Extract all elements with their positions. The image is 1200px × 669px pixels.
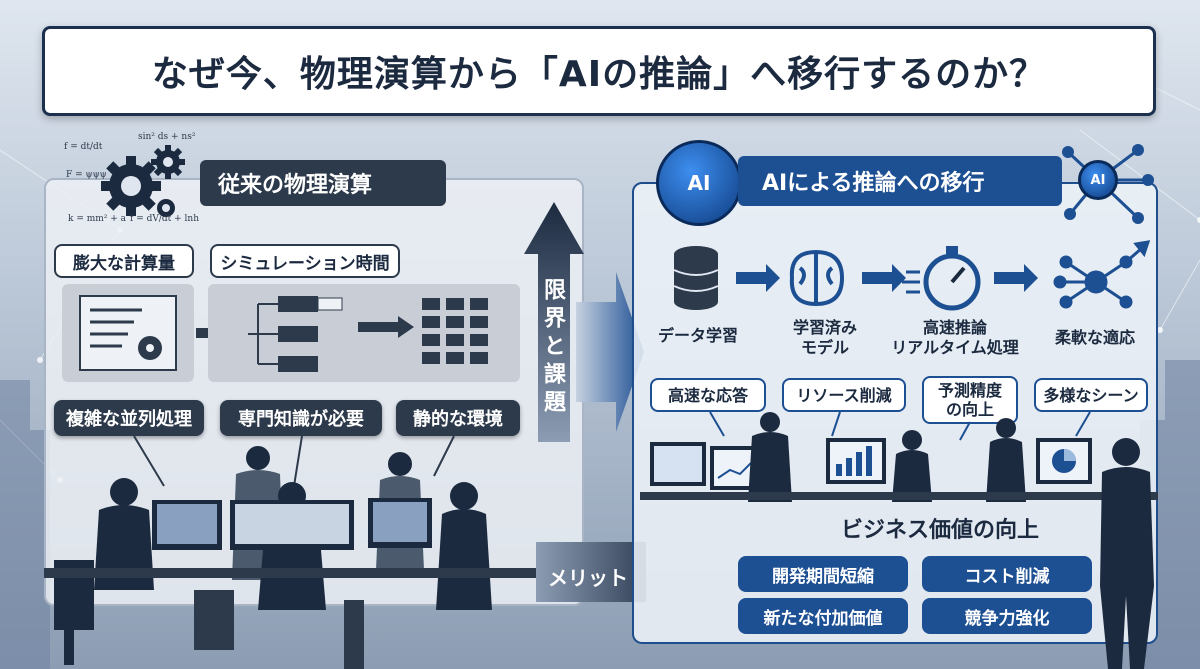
formula-3: F = ψψψ [66, 170, 107, 180]
title-box: なぜ今、物理演算から「AIの推論」へ移行するのか？ [42, 26, 1156, 116]
value-competitiveness: 競争力強化 [922, 598, 1092, 634]
business-team-illustration [640, 412, 1158, 502]
left-header: 従来の物理演算 [200, 160, 446, 206]
benefit-fast-response: 高速な応答 [650, 378, 766, 412]
gears-icon [101, 145, 185, 217]
step-flexible-adaptation: 柔軟な適応 [1054, 328, 1135, 347]
formula-4: k = mm² + a [68, 214, 127, 224]
ai-pipeline-icons [673, 240, 1150, 311]
benefit-resource-reduction: リソース削減 [782, 378, 906, 412]
presenter-silhouette [1100, 438, 1154, 669]
formula-1: f = dt/dt [64, 142, 103, 152]
transition-arrows [524, 202, 646, 602]
step-data-learning: データ学習 [657, 326, 738, 345]
stopwatch-icon [902, 246, 981, 311]
value-shorter-development: 開発期間短縮 [738, 556, 908, 592]
step-trained-model: 学習済み モデル [792, 318, 857, 357]
value-cost-reduction: コスト削減 [922, 556, 1092, 592]
business-value-title: ビジネス価値の向上 [840, 518, 1039, 543]
benefit-diverse-scenes: 多様なシーン [1034, 378, 1148, 412]
right-header: AIによる推論への移行 [738, 156, 1062, 206]
issue-expertise: 専門知識が必要 [220, 400, 382, 436]
limits-label: 限界と課題 [540, 278, 565, 418]
value-new-added-value: 新たな付加価値 [738, 598, 908, 634]
label-simulation: シミュレーション時間 [210, 244, 400, 278]
label-compute: 膨大な計算量 [54, 244, 194, 278]
document-gear-icon [79, 295, 177, 371]
adaptive-network-icon [1053, 240, 1150, 309]
ai-badge-text: AI [687, 171, 711, 195]
step-fast-inference: 高速推論 リアルタイム処理 [891, 318, 1019, 357]
merit-label: メリット [548, 566, 628, 590]
issue-pointers [133, 436, 455, 487]
issue-static: 静的な環境 [396, 400, 520, 436]
flowchart-icon [248, 296, 488, 372]
issue-parallel: 複雑な並列処理 [54, 400, 204, 436]
brain-icon [789, 249, 845, 307]
office-team-illustration [44, 446, 544, 669]
ai-small-badge: AI [1078, 160, 1118, 200]
formula-5: f = dV/dt + lnh [130, 214, 199, 224]
page-title: なぜ今、物理演算から「AIの推論」へ移行するのか？ [151, 54, 1047, 95]
formula-2: sin² ds + ns² [138, 132, 196, 142]
database-icon [673, 246, 719, 310]
ai-small-badge-text: AI [1090, 172, 1106, 188]
ai-brain-badge: AI [656, 140, 742, 226]
